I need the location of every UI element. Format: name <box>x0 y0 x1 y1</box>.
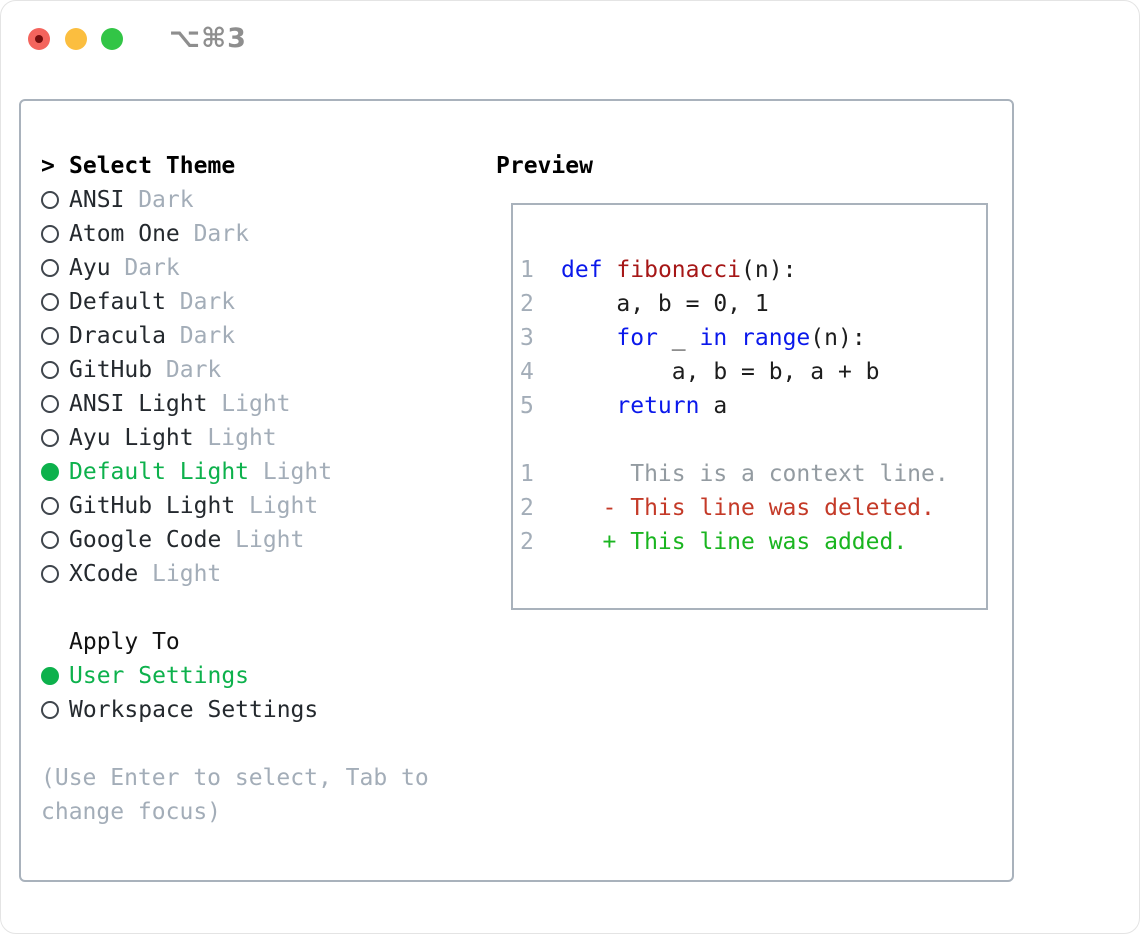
radio-unselected-icon <box>41 421 69 455</box>
help-text-line1: (Use Enter to select, Tab to <box>41 765 429 791</box>
line-number: 1 <box>520 461 534 487</box>
diff-line-deleted: 2 - This line was deleted. <box>520 491 986 525</box>
apply-option-user-settings[interactable]: User Settings <box>41 659 429 693</box>
select-theme-header: > Select Theme <box>41 149 429 183</box>
spacer-row <box>41 591 429 625</box>
line-number: 2 <box>520 291 534 317</box>
diff-line-added: 2 + This line was added. <box>520 525 986 559</box>
radio-unselected-icon <box>41 285 69 319</box>
radio-unselected-icon <box>41 693 69 727</box>
apply-to-header: Apply To <box>41 625 429 659</box>
code-line: 2 a, b = 0, 1 <box>520 287 986 321</box>
close-dot-icon <box>35 35 43 43</box>
zoom-button[interactable] <box>101 28 123 50</box>
radio-selected-icon <box>41 455 69 489</box>
radio-unselected-icon <box>41 319 69 353</box>
line-number: 2 <box>520 529 534 555</box>
radio-unselected-icon <box>41 251 69 285</box>
window-title: ⌥⌘3 <box>169 23 247 54</box>
line-number: 4 <box>520 359 534 385</box>
line-number: 1 <box>520 257 534 283</box>
code-line: 4 a, b = b, a + b <box>520 355 986 389</box>
radio-unselected-icon <box>41 183 69 217</box>
apply-option-workspace-settings[interactable]: Workspace Settings <box>41 693 429 727</box>
code-line: 5 return a <box>520 389 986 423</box>
close-button[interactable] <box>28 28 50 50</box>
radio-selected-icon <box>41 659 69 693</box>
line-number: 5 <box>520 393 534 419</box>
line-number: 3 <box>520 325 534 351</box>
radio-unselected-icon <box>41 557 69 591</box>
radio-unselected-icon <box>41 523 69 557</box>
radio-unselected-icon <box>41 489 69 523</box>
line-number: 2 <box>520 495 534 521</box>
spacer-row <box>41 727 429 761</box>
titlebar: ⌥⌘3 <box>1 1 1139 77</box>
select-theme-title: Select Theme <box>69 153 236 179</box>
radio-unselected-icon <box>41 387 69 421</box>
blank-line <box>520 423 986 457</box>
prompt-icon: > <box>41 153 55 179</box>
minimize-button[interactable] <box>65 28 87 50</box>
radio-unselected-icon <box>41 353 69 387</box>
code-line: 3 for _ in range(n): <box>520 321 986 355</box>
apply-to-label: Apply To <box>69 629 180 655</box>
radio-unselected-icon <box>41 217 69 251</box>
diff-line-context: 1 This is a context line. <box>520 457 986 491</box>
preview-title: Preview <box>496 153 593 179</box>
help-text-line2: change focus) <box>41 799 222 825</box>
